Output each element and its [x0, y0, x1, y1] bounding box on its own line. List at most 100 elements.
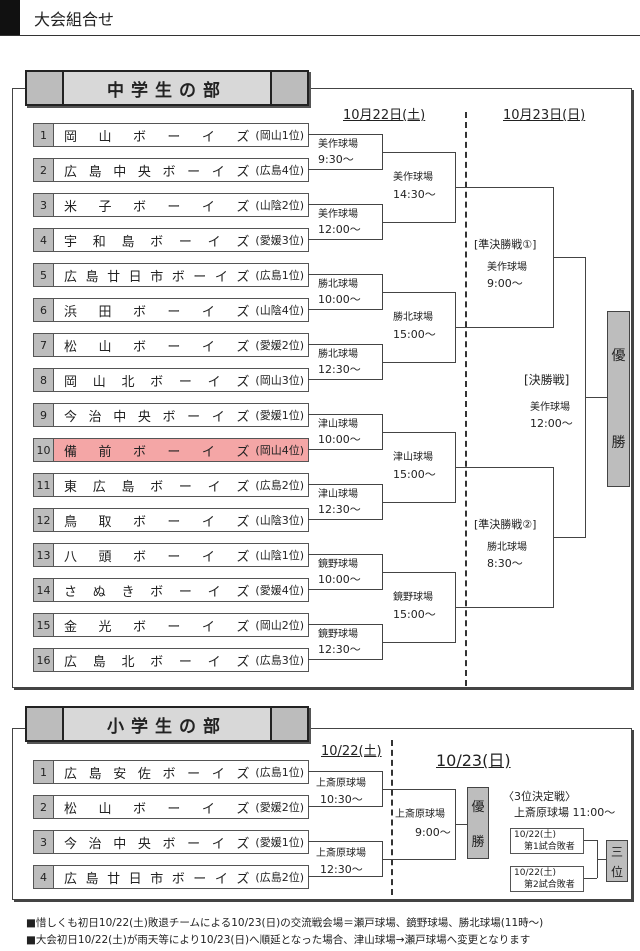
team-name: 浜田ボーイズ: [64, 304, 250, 320]
round1-venue: 鏡野球場: [318, 559, 358, 570]
round1-time: 12:00〜: [318, 223, 361, 236]
semifinal-time: 8:30〜: [487, 556, 523, 570]
third-place-box: 三 位: [606, 840, 628, 882]
team-rank: (広島3位): [255, 654, 304, 667]
team-name: 鳥取ボーイズ: [64, 514, 250, 530]
bracket-line: [308, 449, 382, 450]
round2-time: 14:30〜: [393, 187, 436, 201]
round2-venue: 美作球場: [393, 171, 433, 183]
third-place-slot-2: 10/22(土) 第2試合敗者: [510, 866, 584, 892]
bracket-line: [455, 466, 553, 468]
bracket-line: [553, 256, 585, 258]
round1-time: 12:30〜: [320, 863, 363, 876]
bracket-line: [308, 771, 382, 772]
team-row: 3 今治中央ボーイズ (愛媛1位): [33, 830, 309, 854]
el-day-divider: [391, 740, 393, 895]
team-name: 今治中央ボーイズ: [64, 409, 250, 425]
el-champion-char: 優: [471, 800, 485, 815]
team-name: 備前ボーイズ: [64, 444, 250, 460]
team-rank: (広島4位): [255, 164, 304, 177]
team-rank: (岡山1位): [255, 129, 304, 142]
bracket-line: [382, 501, 455, 503]
bracket-line: [455, 186, 553, 188]
round1-venue: 上斎原球場: [316, 778, 366, 789]
team-name: 岡山北ボーイズ: [64, 374, 250, 390]
semifinal-label: [準決勝戦②]: [474, 517, 537, 531]
bracket-line: [308, 134, 382, 135]
third-char: 三: [610, 844, 623, 859]
team-number: 2: [34, 159, 54, 181]
champion-char: 勝: [611, 435, 626, 451]
elementary-heading: 小学生の部: [64, 708, 270, 740]
bracket-line: [308, 519, 382, 520]
team-name: 宇和島ボーイズ: [64, 234, 250, 250]
team-number: 9: [34, 404, 54, 426]
team-rank: (広島1位): [255, 269, 304, 282]
round1-time: 12:30〜: [318, 503, 361, 516]
bracket-line: [455, 326, 553, 328]
bracket-line: [308, 841, 382, 842]
team-number: 1: [34, 124, 54, 146]
semifinal-label: [準決勝戦①]: [474, 237, 537, 251]
third-char: 位: [610, 864, 623, 879]
team-number: 14: [34, 579, 54, 601]
team-rank: (愛媛1位): [255, 836, 304, 849]
team-rank: (岡山3位): [255, 374, 304, 387]
bracket-line: [455, 823, 467, 825]
semifinal-venue: 勝北球場: [487, 541, 527, 553]
team-rank: (山陰2位): [255, 199, 304, 212]
team-number: 3: [34, 831, 54, 853]
el-champion-box: 優 勝: [467, 787, 489, 859]
team-rank: (岡山4位): [255, 444, 304, 457]
jh-date-day1: 10月22日(土): [343, 108, 426, 123]
team-row: 9 今治中央ボーイズ (愛媛1位): [33, 403, 309, 427]
team-rank: (愛媛4位): [255, 584, 304, 597]
bracket-line: [308, 876, 382, 877]
round2-time: 15:00〜: [393, 607, 436, 621]
bracket-line: [308, 806, 382, 807]
team-name: 広島北ボーイズ: [64, 654, 250, 670]
team-rank: (愛媛1位): [255, 409, 304, 422]
final-time: 12:00〜: [530, 416, 573, 430]
bracket-line: [308, 554, 382, 555]
team-name: 東広島ボーイズ: [64, 479, 250, 495]
el-champion-char: 勝: [471, 835, 485, 850]
team-number: 6: [34, 299, 54, 321]
team-name: 広島廿日市ボーイズ: [64, 871, 250, 887]
bracket-line: [455, 606, 553, 608]
team-number: 1: [34, 761, 54, 783]
team-number: 8: [34, 369, 54, 391]
third-place-venue: 上斎原球場 11:00〜: [514, 806, 616, 819]
bracket-line: [585, 396, 607, 398]
bracket-line: [308, 624, 382, 625]
team-name: 米子ボーイズ: [64, 199, 250, 215]
note-1: ■惜しくも初日10/22(土)敗退チームによる10/23(日)の交流戦会場＝瀬戸…: [26, 917, 544, 929]
team-rank: (愛媛2位): [255, 339, 304, 352]
team-rank: (広島2位): [255, 479, 304, 492]
jh-date-day2: 10月23日(日): [503, 108, 586, 123]
round1-venue: 美作球場: [318, 139, 358, 150]
junior-high-heading-tab: 中学生の部: [25, 70, 309, 106]
round1-venue: 上斎原球場: [316, 848, 366, 859]
semifinal-venue: 美作球場: [487, 261, 527, 273]
slot-date: 10/22(土): [514, 830, 556, 840]
round1-venue: 鏡野球場: [318, 629, 358, 640]
team-rank: (愛媛2位): [255, 801, 304, 814]
round2-time: 15:00〜: [393, 327, 436, 341]
round1-venue: 津山球場: [318, 419, 358, 430]
bracket-line: [382, 361, 455, 363]
team-number: 4: [34, 229, 54, 251]
team-name: 広島中央ボーイズ: [64, 164, 250, 180]
slot-date: 10/22(土): [514, 868, 556, 878]
team-name: 今治中央ボーイズ: [64, 836, 250, 852]
